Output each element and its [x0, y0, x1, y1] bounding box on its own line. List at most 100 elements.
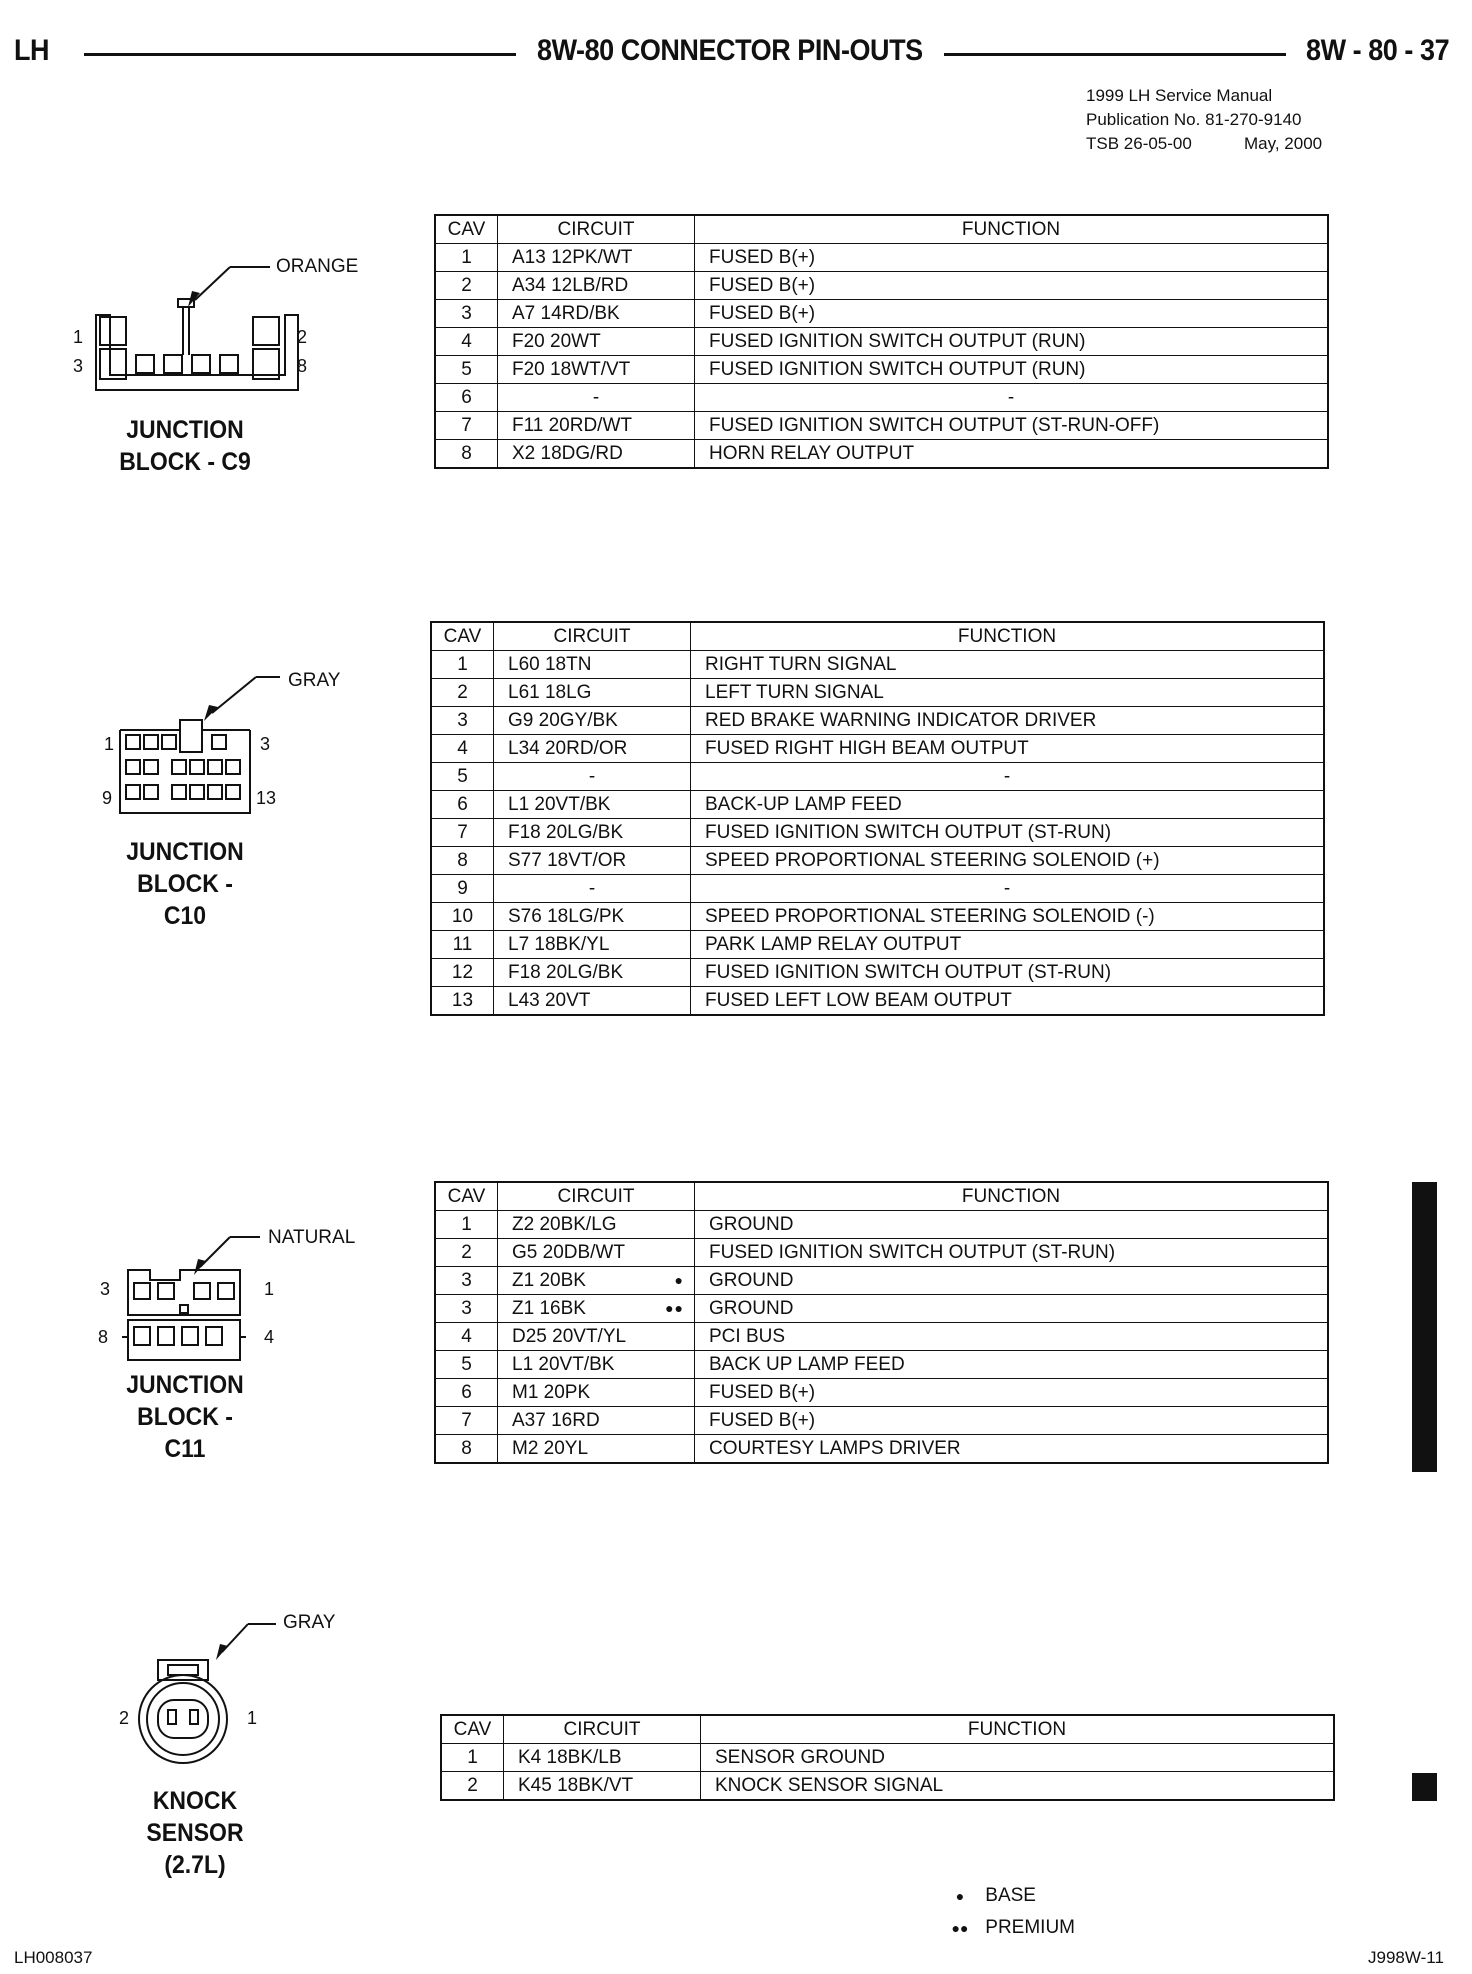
circuit-code: Z2 20BK/LG: [512, 1214, 617, 1235]
col-header-cav: CAV: [434, 1181, 498, 1211]
cav-cell: 12: [430, 958, 494, 987]
cav-cell: 3: [434, 1266, 498, 1295]
function-cell: BACK-UP LAMP FEED: [690, 790, 1325, 819]
legend-premium: ●● PREMIUM: [940, 1917, 1075, 1939]
circuit-cell: G5 20DB/WT: [497, 1238, 695, 1267]
circuit-code: L61 18LG: [508, 682, 592, 703]
legend-premium-label: PREMIUM: [985, 1917, 1076, 1938]
cav-cell: 2: [430, 678, 494, 707]
page-number: 8W - 80 - 37: [1306, 34, 1450, 67]
connector-color-c10: GRAY: [288, 670, 341, 691]
header-rule-left: [84, 53, 516, 56]
circuit-cell: A7 14RD/BK: [497, 299, 695, 328]
circuit-cell: G9 20GY/BK: [493, 706, 691, 735]
function-cell: HORN RELAY OUTPUT: [694, 439, 1329, 469]
publication-line-2: Publication No. 81-270-9140: [1086, 110, 1302, 129]
connector-label-line-2: BLOCK - C10: [137, 870, 233, 930]
circuit-code: Z1 16BK: [512, 1298, 586, 1319]
col-header-function: FUNCTION: [694, 1181, 1329, 1211]
circuit-code: X2 18DG/RD: [512, 443, 623, 464]
pin-label-3: 3: [100, 1279, 111, 1299]
circuit-code: M2 20YL: [512, 1438, 589, 1459]
table-row: 2 L61 18LG LEFT TURN SIGNAL: [430, 678, 1325, 707]
option-dot-icon: ●●: [665, 1300, 684, 1316]
function-cell: FUSED IGNITION SWITCH OUTPUT (ST-RUN-OFF…: [694, 411, 1329, 440]
connector-label-line-1: JUNCTION: [126, 1371, 244, 1399]
col-header-cav: CAV: [434, 214, 498, 244]
header-left: LH: [14, 34, 50, 67]
circuit-code: D25 20VT/YL: [512, 1326, 627, 1347]
circuit-cell: F18 20LG/BK: [493, 958, 691, 987]
circuit-cell: X2 18DG/RD: [497, 439, 695, 469]
table-row: 6--: [434, 383, 1329, 412]
circuit-cell: K4 18BK/LB: [503, 1743, 701, 1772]
cav-cell: 5: [434, 1350, 498, 1379]
circuit-cell: F11 20RD/WT: [497, 411, 695, 440]
circuit-code: -: [588, 878, 596, 899]
page-title: 8W-80 CONNECTOR PIN-OUTS: [537, 34, 923, 67]
table-row: 5 L1 20VT/BK BACK UP LAMP FEED: [434, 1350, 1329, 1379]
circuit-code: L43 20VT: [508, 990, 591, 1011]
function-cell: KNOCK SENSOR SIGNAL: [700, 1771, 1335, 1801]
function-cell: -: [690, 762, 1325, 791]
circuit-code: L1 20VT/BK: [508, 794, 611, 815]
premium-symbol-icon: ●●: [951, 1920, 969, 1936]
cav-cell: 3: [430, 706, 494, 735]
circuit-cell: L43 20VT: [493, 986, 691, 1016]
cav-cell: 8: [434, 439, 498, 469]
function-cell: FUSED B(+): [694, 271, 1329, 300]
function-cell: BACK UP LAMP FEED: [694, 1350, 1329, 1379]
circuit-code: G5 20DB/WT: [512, 1242, 625, 1263]
col-header-function: FUNCTION: [690, 621, 1325, 651]
function-cell: FUSED IGNITION SWITCH OUTPUT (RUN): [694, 355, 1329, 384]
cav-cell: 3: [434, 1294, 498, 1323]
connector-color-knock-sensor: GRAY: [283, 1612, 336, 1633]
pin-label-1: 1: [104, 734, 115, 754]
cav-cell: 5: [434, 355, 498, 384]
circuit-code: L60 18TN: [508, 654, 592, 675]
connector-label-line-2: (2.7L): [164, 1851, 226, 1879]
circuit-code: -: [588, 766, 596, 787]
cav-cell: 2: [440, 1771, 504, 1801]
pin-label-8: 8: [297, 356, 308, 376]
col-header-cav: CAV: [440, 1714, 504, 1744]
circuit-cell: D25 20VT/YL: [497, 1322, 695, 1351]
function-cell: -: [694, 383, 1329, 412]
connector-label-c10: JUNCTION BLOCK - C10: [116, 836, 254, 932]
connector-color-c11: NATURAL: [268, 1227, 356, 1248]
connector-label-c11: JUNCTION BLOCK - C11: [116, 1369, 254, 1465]
function-cell: COURTESY LAMPS DRIVER: [694, 1434, 1329, 1464]
circuit-cell: Z1 20BK●: [497, 1266, 695, 1295]
circuit-cell: -: [493, 762, 691, 791]
function-cell: LEFT TURN SIGNAL: [690, 678, 1325, 707]
circuit-cell: L61 18LG: [493, 678, 691, 707]
cav-cell: 6: [434, 383, 498, 412]
function-cell: PCI BUS: [694, 1322, 1329, 1351]
function-cell: FUSED LEFT LOW BEAM OUTPUT: [690, 986, 1325, 1016]
function-cell: FUSED IGNITION SWITCH OUTPUT (ST-RUN): [690, 958, 1325, 987]
function-cell: FUSED RIGHT HIGH BEAM OUTPUT: [690, 734, 1325, 763]
circuit-code: F18 20LG/BK: [508, 822, 624, 843]
cav-cell: 7: [434, 1406, 498, 1435]
cav-cell: 1: [440, 1743, 504, 1772]
legend-base: ● BASE: [940, 1885, 1036, 1907]
circuit-cell: K45 18BK/VT: [503, 1771, 701, 1801]
circuit-code: L1 20VT/BK: [512, 1354, 615, 1375]
